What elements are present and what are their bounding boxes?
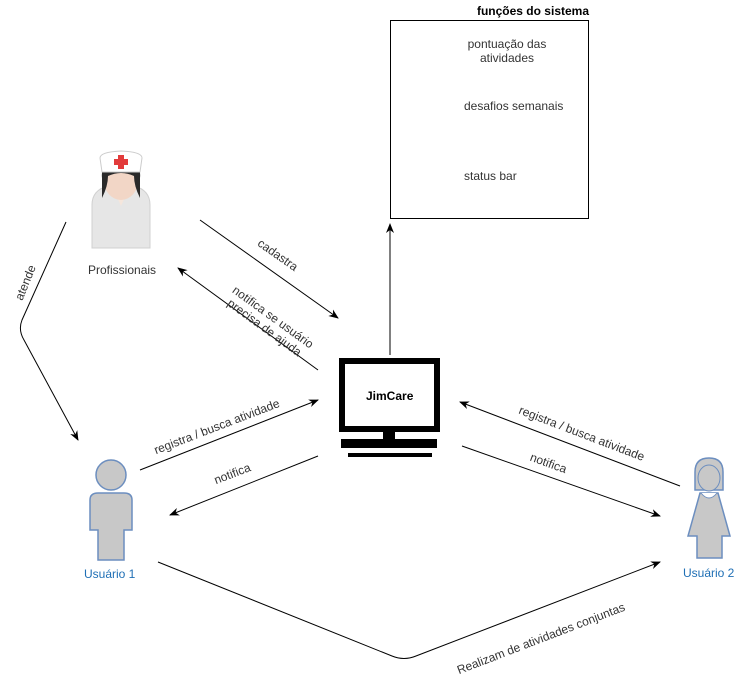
user2-icon	[687, 457, 731, 559]
edge-registra-2	[459, 401, 681, 487]
system-name: JimCare	[366, 389, 414, 403]
edge-notifica-1	[169, 455, 319, 516]
edge-atende	[19, 221, 79, 441]
edge-registra-1	[139, 399, 319, 471]
user1-icon	[89, 459, 133, 561]
legend-label-challenges: desafios semanais	[464, 99, 564, 113]
edge-conjuntas	[157, 561, 661, 659]
user1-label: Usuário 1	[84, 567, 136, 581]
computer-icon	[339, 358, 440, 457]
legend-title: funções do sistema	[476, 4, 589, 18]
professionals-label: Profissionais	[88, 263, 157, 277]
user2-label: Usuário 2	[683, 566, 735, 580]
edge-cadastra	[199, 219, 339, 319]
legend-label-status: status bar	[464, 169, 517, 183]
functions-legend	[390, 20, 589, 219]
edge-notifica-ajuda	[177, 267, 319, 371]
legend-label-score: pontuação das atividades	[467, 37, 547, 65]
nurse-icon	[91, 150, 151, 249]
edge-notifica-2	[461, 445, 661, 517]
